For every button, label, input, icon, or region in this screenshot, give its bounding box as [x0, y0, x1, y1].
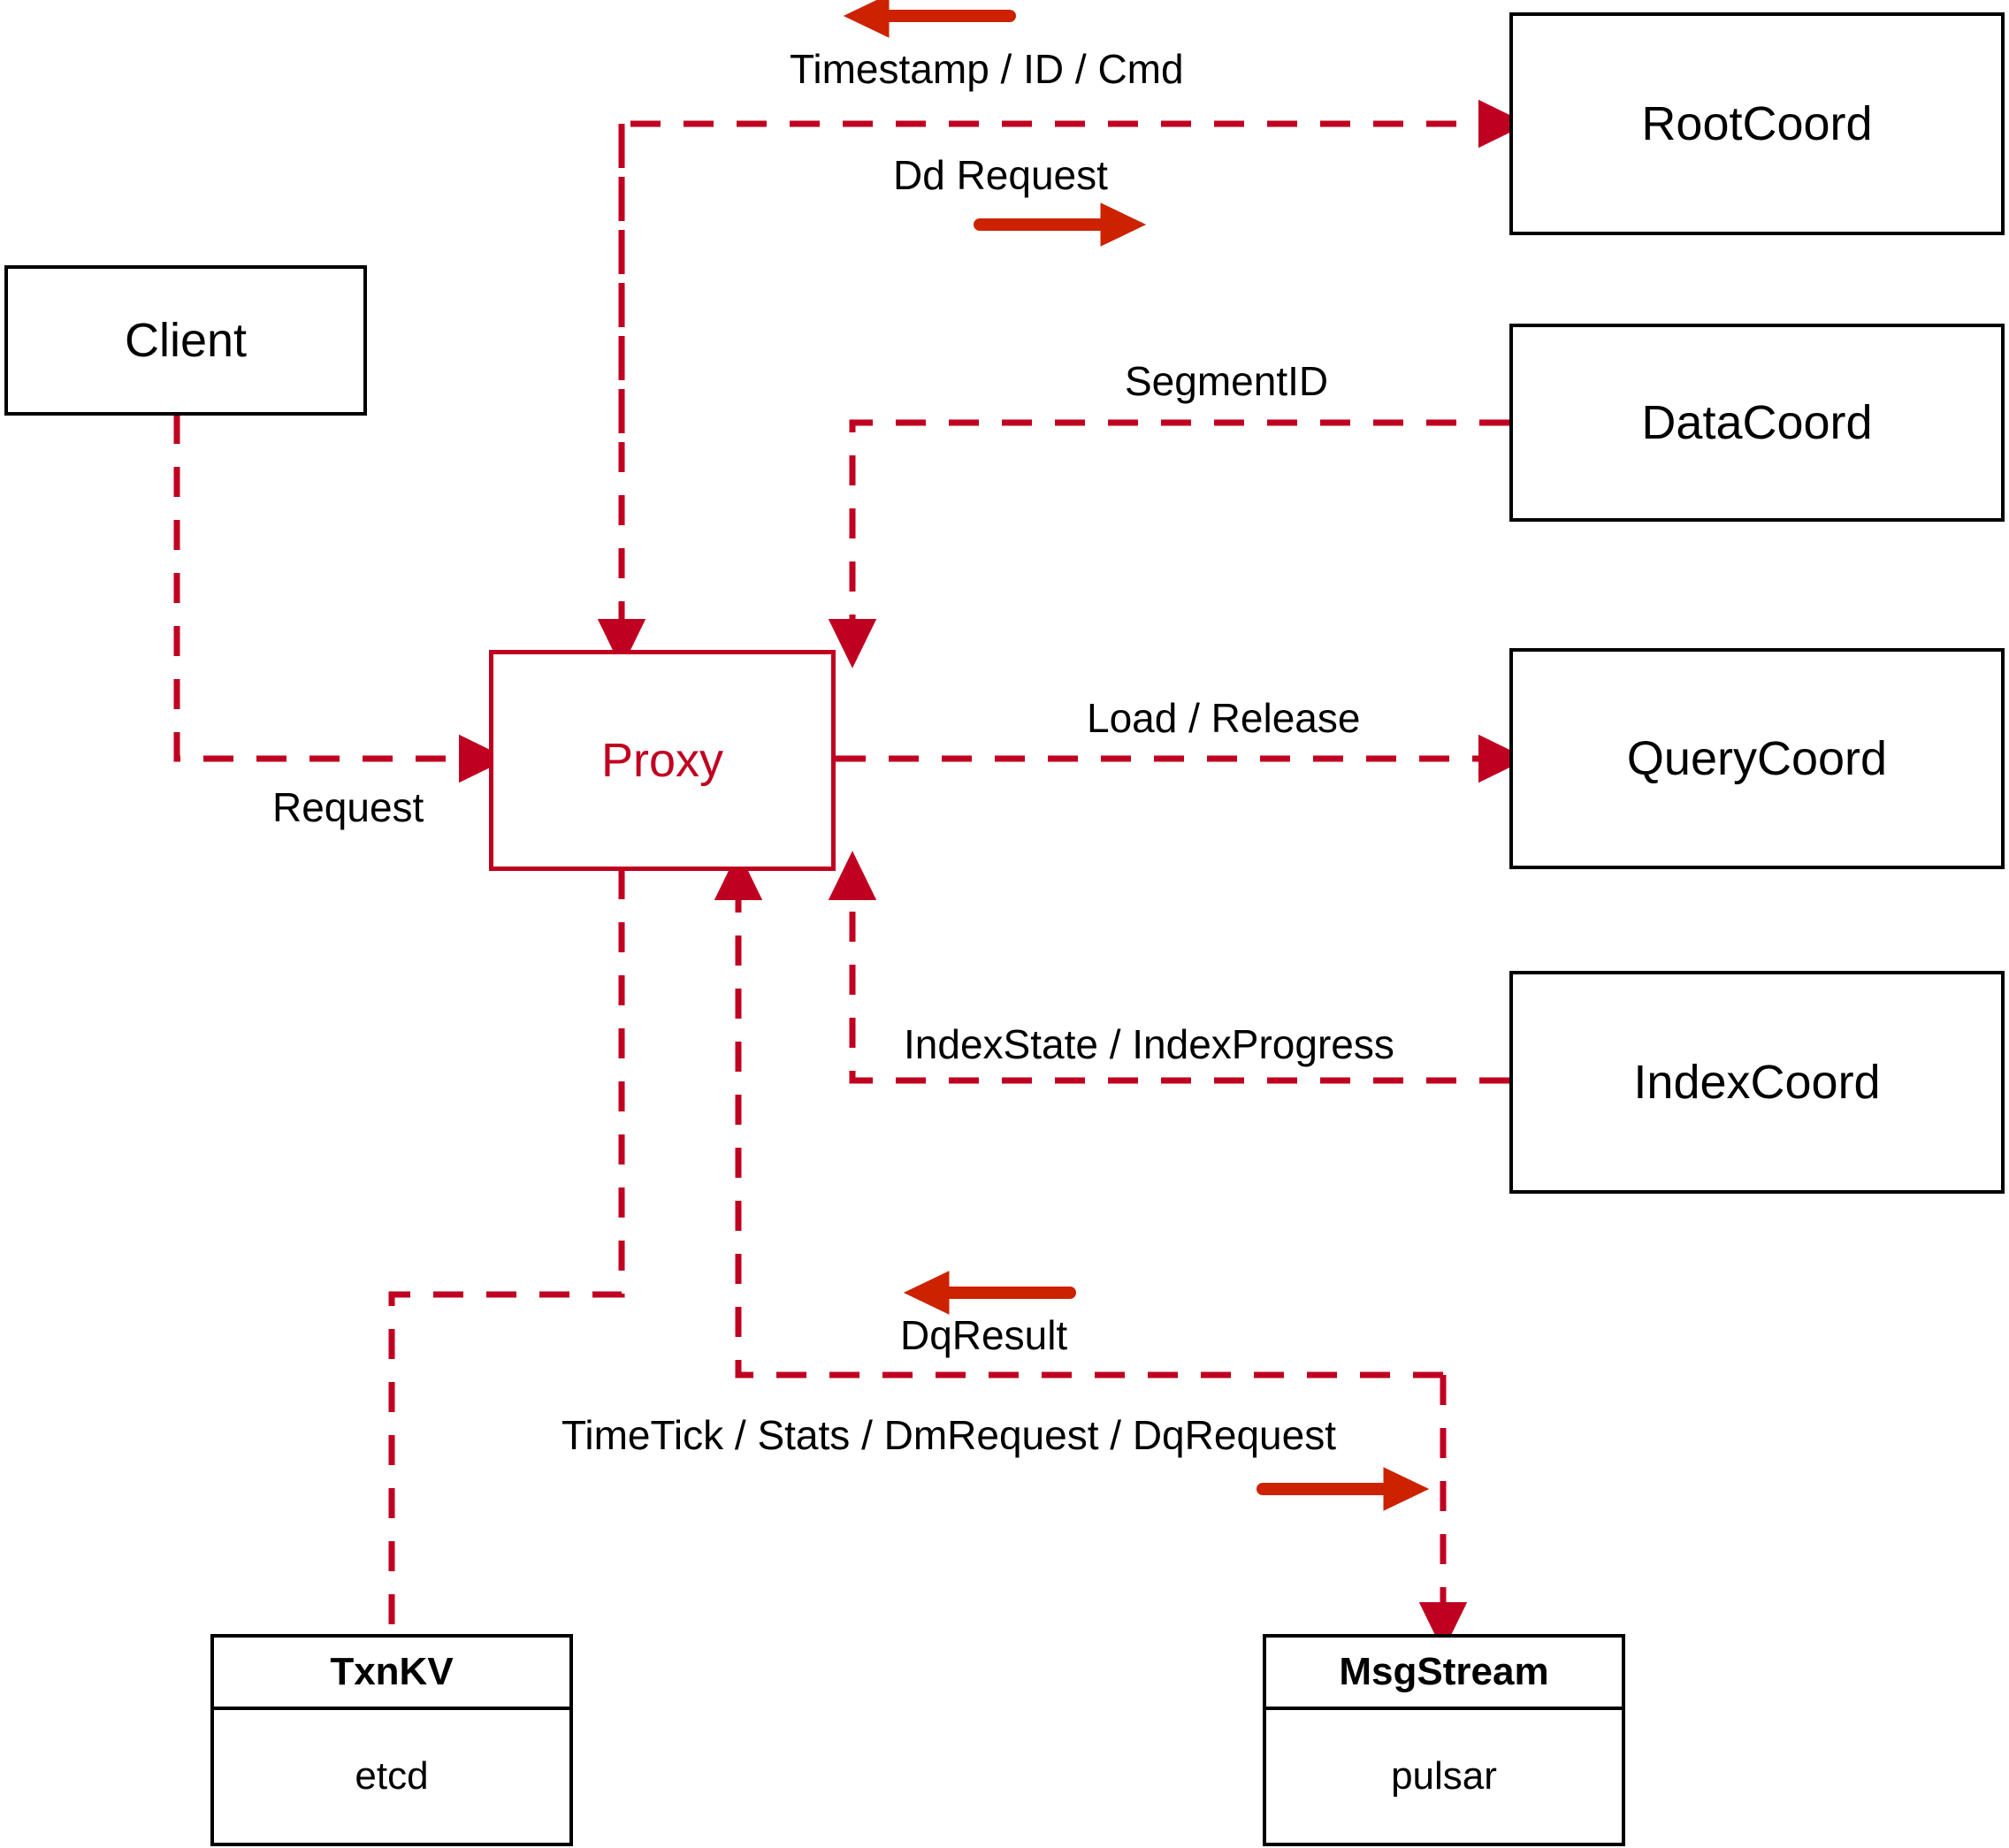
node-msgstream[interactable]: MsgStream pulsar: [1263, 1634, 1625, 1846]
edge-label-dd-request: Dd Request: [893, 152, 1108, 198]
node-proxy[interactable]: Proxy: [489, 650, 836, 871]
direction-arrow-timestamp: [843, 0, 1016, 38]
node-client[interactable]: Client: [4, 265, 367, 416]
edge-label-request: Request: [272, 784, 424, 830]
node-rootcoord-label: RootCoord: [1641, 97, 1873, 150]
node-client-label: Client: [124, 314, 248, 367]
edge-label-load-release: Load / Release: [1087, 695, 1361, 741]
edge-label-timetick-stats: TimeTick / Stats / DmRequest / DqRequest: [561, 1412, 1336, 1458]
node-querycoord[interactable]: QueryCoord: [1509, 648, 2005, 869]
node-txnkv-body: etcd: [355, 1754, 429, 1798]
direction-arrow-dd-request: [974, 202, 1147, 247]
node-msgstream-body: pulsar: [1391, 1754, 1497, 1798]
edge-proxy-to-txnkv: [388, 869, 625, 1634]
node-txnkv-header: TxnKV: [214, 1638, 569, 1710]
node-querycoord-label: QueryCoord: [1626, 732, 1888, 785]
edge-label-segmentid: SegmentID: [1125, 358, 1329, 404]
direction-arrow-dqresult: [903, 1271, 1076, 1315]
edge-client-to-proxy: [173, 414, 508, 783]
edge-label-timestamp-id-cmd: Timestamp / ID / Cmd: [790, 46, 1184, 92]
edge-indexcoord-to-proxy: [828, 851, 1509, 1084]
node-indexcoord[interactable]: IndexCoord: [1509, 971, 2005, 1194]
node-datacoord-label: DataCoord: [1641, 396, 1873, 449]
node-indexcoord-label: IndexCoord: [1633, 1056, 1881, 1109]
edge-datacoord-to-proxy: [828, 419, 1509, 668]
direction-arrow-timetick: [1257, 1467, 1430, 1511]
node-txnkv[interactable]: TxnKV etcd: [210, 1634, 573, 1846]
edge-label-indexstate: IndexState / IndexProgress: [904, 1021, 1394, 1067]
node-msgstream-header: MsgStream: [1266, 1638, 1622, 1710]
node-proxy-label: Proxy: [600, 734, 724, 787]
node-datacoord[interactable]: DataCoord: [1509, 324, 2005, 522]
edge-msgstream-to-proxy: [714, 851, 1443, 1378]
edge-label-dqresult: DqResult: [900, 1312, 1068, 1358]
node-rootcoord[interactable]: RootCoord: [1509, 12, 2005, 235]
